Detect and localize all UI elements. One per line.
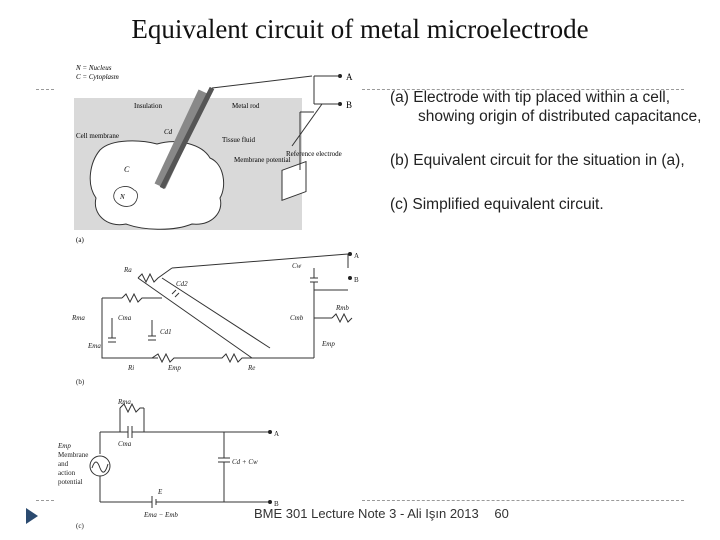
label-reference-electrode: Reference electrode xyxy=(286,150,342,158)
nucleus-shape xyxy=(113,186,138,207)
panel-a-terminal-a: A xyxy=(346,72,353,82)
panel-b-diagram xyxy=(101,253,353,364)
label-ema: Ema xyxy=(87,342,101,350)
panel-c-diagram xyxy=(89,402,268,508)
panel-c-terminals xyxy=(268,430,272,504)
divider-left-a xyxy=(36,89,54,90)
panel-b-terminal-b: B xyxy=(354,276,359,284)
label-emp: Emp xyxy=(167,364,181,372)
caption-item-b: (b) Equivalent circuit for the situation… xyxy=(390,151,710,170)
label-cd1: Cd1 xyxy=(160,328,172,336)
panel-a-terminal-b: B xyxy=(346,100,352,110)
label-c-action: action xyxy=(58,469,76,477)
label-rmb: Rmb xyxy=(335,304,349,312)
label-re: Re xyxy=(247,364,255,372)
caption-item-a-text: Electrode with tip placed within a cell,… xyxy=(413,89,702,125)
caption-item-c-text: Simplified equivalent circuit. xyxy=(412,196,604,213)
divider-right-a xyxy=(362,89,684,90)
divider-left-b xyxy=(36,500,54,501)
label-tissue-fluid: Tissue fluid xyxy=(222,136,256,144)
label-c-and: and xyxy=(58,460,69,468)
caption-item-a: (a) Electrode with tip placed within a c… xyxy=(390,88,710,126)
label-cytoplasm-c: C xyxy=(124,165,130,174)
panel-c-caption: (c) xyxy=(76,522,84,530)
label-cd: Cd xyxy=(164,128,173,136)
label-nucleus-n: N xyxy=(119,193,125,201)
label-c-potential: potential xyxy=(58,478,83,486)
label-cw: Cw xyxy=(292,262,302,270)
label-cmb: Cmb xyxy=(290,314,304,322)
panel-c-terminal-a: A xyxy=(274,430,279,438)
label-emp-right: Emp xyxy=(321,340,335,348)
page-number: 60 xyxy=(494,506,509,521)
label-metal-rod: Metal rod xyxy=(232,102,260,110)
label-c-membrane: Membrane xyxy=(58,451,88,459)
label-c-emp: Emp xyxy=(57,442,71,450)
caption-item-b-text: Equivalent circuit for the situation in … xyxy=(413,152,685,169)
panel-b-terminals xyxy=(348,252,352,280)
panel-a-caption: (a) xyxy=(76,236,84,244)
divider-right-b xyxy=(362,500,684,501)
label-ri: Ri xyxy=(127,364,134,372)
label-c-cma: Cma xyxy=(118,440,132,448)
footer-note: BME 301 Lecture Note 3 - Ali Işın 2013 xyxy=(254,506,479,521)
legend-cytoplasm: C = Cytoplasm xyxy=(76,73,119,81)
label-c-cd-cw: Cd + Cw xyxy=(232,458,258,466)
label-membrane-potential: Membrane potential xyxy=(234,156,291,164)
caption-item-a-label: (a) xyxy=(390,89,409,106)
label-rma: Rma xyxy=(71,314,85,322)
caption-item-b-label: (b) xyxy=(390,152,409,169)
label-insulation: Insulation xyxy=(134,102,162,110)
cell-membrane-shape xyxy=(89,140,225,230)
label-cd2: Cd2 xyxy=(176,280,188,288)
insulation-body xyxy=(154,89,210,189)
label-c-rma: Rma xyxy=(117,398,131,406)
label-cma: Cma xyxy=(118,314,132,322)
label-c-ema-emb: Ema − Emb xyxy=(143,511,178,519)
label-ra: Ra xyxy=(123,266,132,274)
label-c-e: E xyxy=(157,488,163,496)
caption-item-c-label: (c) xyxy=(390,196,409,213)
slide-title: Equivalent circuit of metal microelectro… xyxy=(131,14,589,44)
panel-a-diagram: A B N = Nucleus C = Cytoplasm Insulation… xyxy=(74,62,353,244)
caption-list: (a) Electrode with tip placed within a c… xyxy=(390,88,710,239)
caption-item-c: (c) Simplified equivalent circuit. xyxy=(390,195,710,214)
metal-rod-body xyxy=(159,86,215,190)
microelectrode-figure: A B N = Nucleus C = Cytoplasm Insulation… xyxy=(57,62,359,530)
panel-b-terminal-a: A xyxy=(354,252,359,260)
panel-b-caption: (b) xyxy=(76,378,85,386)
slide-arrow-icon xyxy=(26,508,38,524)
legend-nucleus: N = Nucleus xyxy=(75,64,112,72)
label-cell-membrane: Cell membrane xyxy=(76,132,119,140)
panel-c-terminal-b: B xyxy=(274,500,279,508)
slide-footer: BME 301 Lecture Note 3 - Ali Işın 2013 6… xyxy=(254,506,521,521)
